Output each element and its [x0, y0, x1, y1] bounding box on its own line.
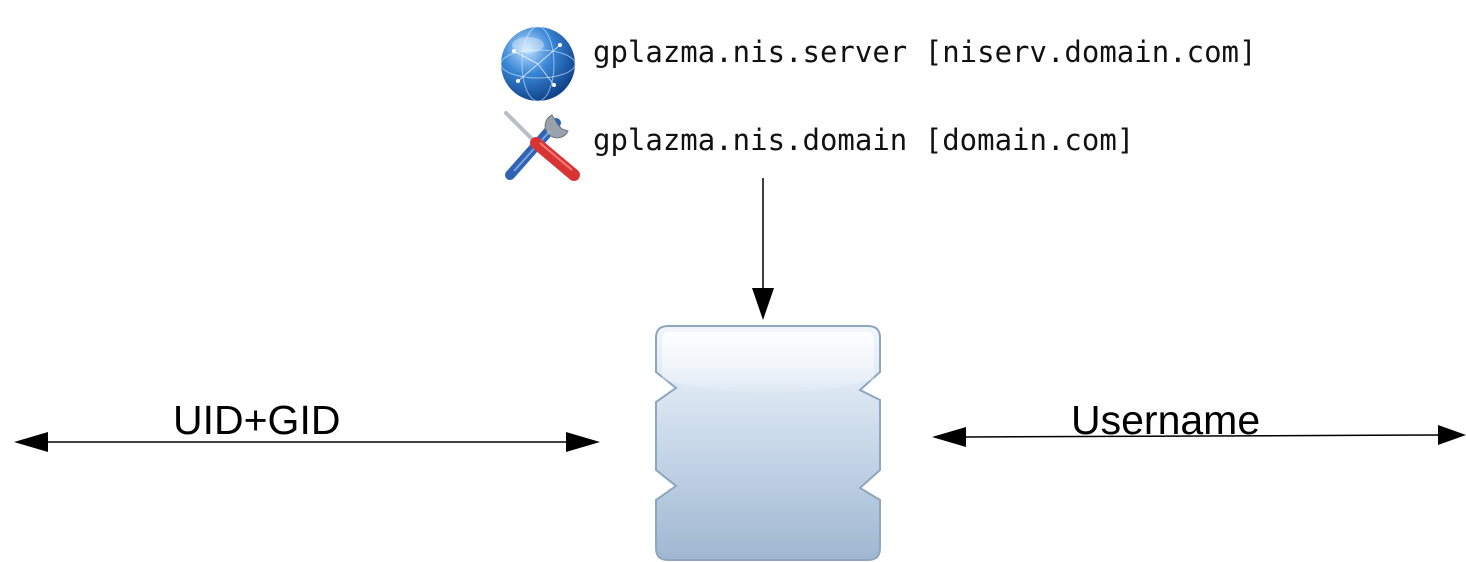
nis-domain-config: gplazma.nis.domain [domain.com] [593, 123, 1135, 157]
username-label: Username [1071, 397, 1261, 443]
uid-gid-arrow [14, 432, 600, 452]
globe-icon [500, 26, 576, 102]
puzzle-block-icon [655, 325, 881, 561]
uid-gid-label: UID+GID [173, 397, 341, 443]
nis-server-config: gplazma.nis.server [niserv.domain.com] [593, 35, 1257, 69]
config-arrow [752, 178, 774, 320]
tools-icon [504, 111, 580, 181]
username-arrow [932, 425, 1466, 447]
